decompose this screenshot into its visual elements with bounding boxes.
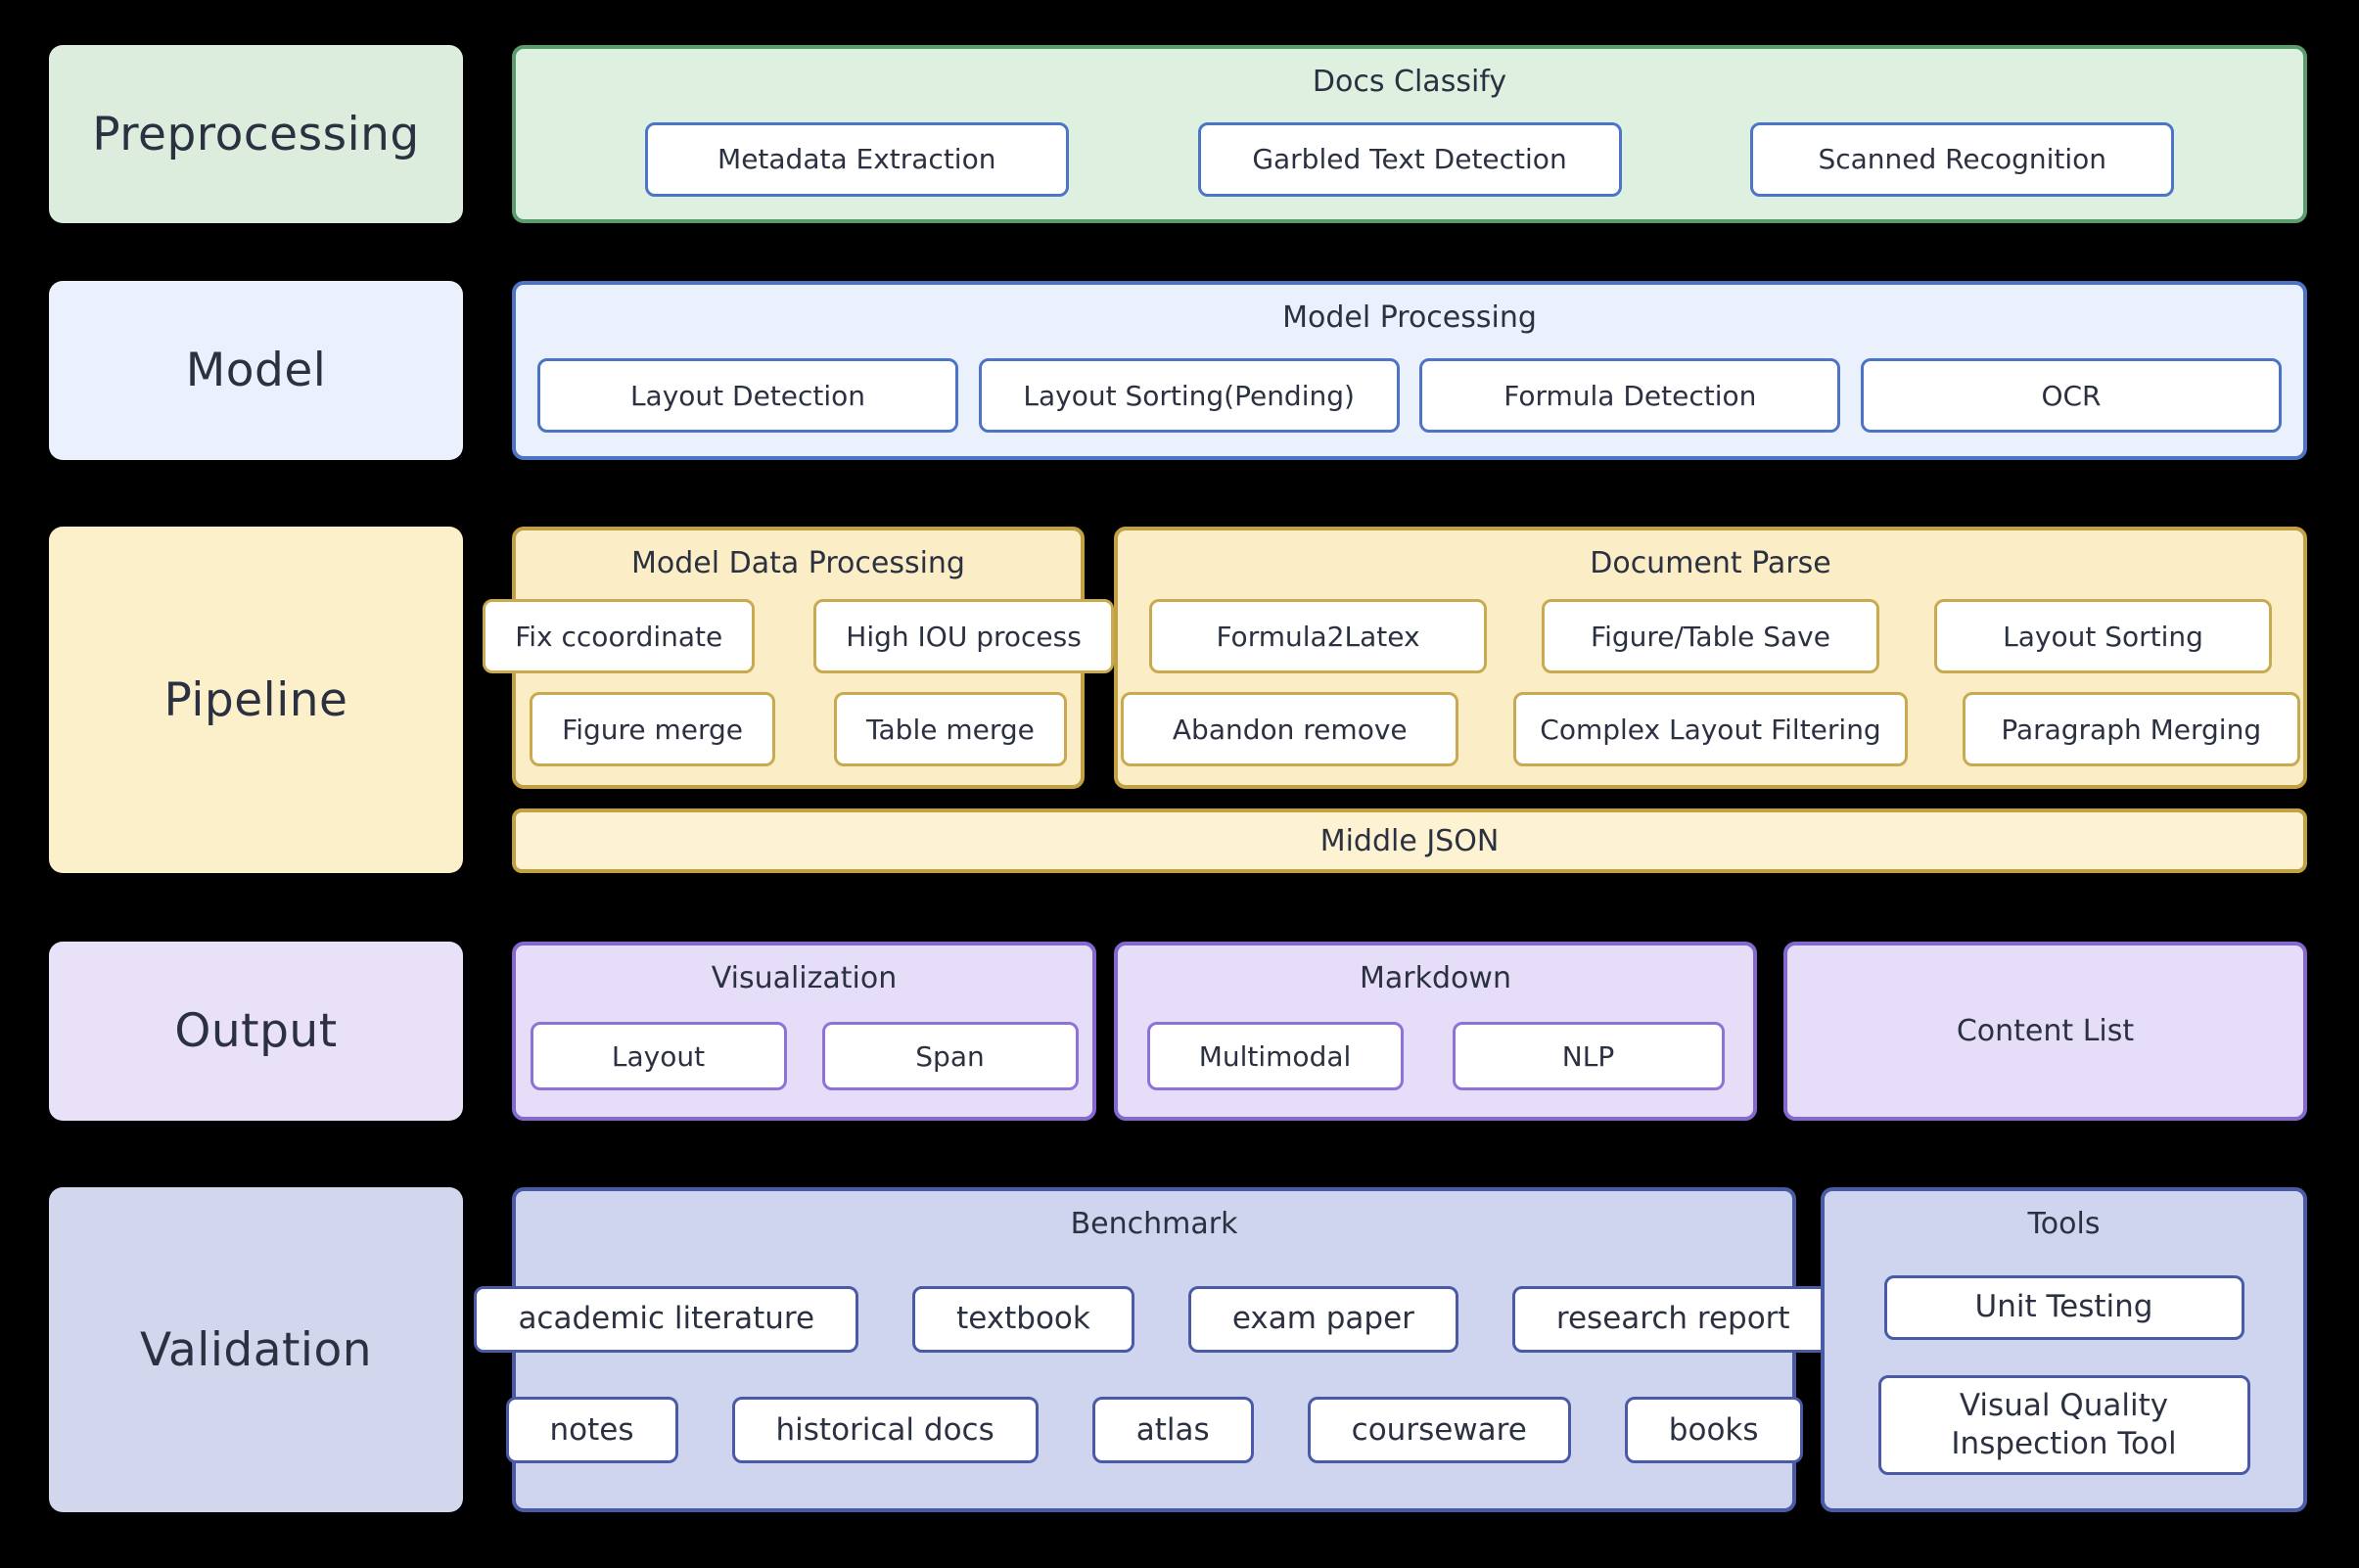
node-notes: notes: [505, 1397, 678, 1464]
node-visual-quality-inspection-tool: Visual Quality Inspection Tool: [1877, 1374, 2250, 1475]
node-table-merge: Table merge: [834, 692, 1067, 766]
node-layout-sorting: Layout Sorting: [1934, 599, 2272, 673]
section-title: Content List: [1956, 1014, 2135, 1048]
node-books: books: [1624, 1397, 1803, 1464]
node-formula-detection: Formula Detection: [1419, 358, 1841, 433]
stage-label-validation: Validation: [49, 1187, 463, 1512]
stage-label-output: Output: [49, 942, 463, 1121]
section-title: Visualization: [711, 961, 898, 995]
node-figure-table-save: Figure/Table Save: [1542, 599, 1879, 673]
section-title: Document Parse: [1590, 546, 1831, 580]
node-layout-detection: Layout Detection: [537, 358, 958, 433]
section-document-parse: Document Parse Formula2Latex Figure/Tabl…: [1114, 527, 2307, 789]
node-multimodal: Multimodal: [1146, 1022, 1404, 1090]
node-abandon-remove: Abandon remove: [1121, 692, 1459, 766]
node-formula2latex: Formula2Latex: [1149, 599, 1487, 673]
node-nlp: NLP: [1452, 1022, 1725, 1090]
section-tools: Tools Unit Testing Visual Quality Inspec…: [1821, 1187, 2307, 1512]
node-atlas: atlas: [1091, 1397, 1254, 1464]
section-title: Model Data Processing: [631, 546, 965, 580]
node-metadata-extraction: Metadata Extraction: [644, 121, 1069, 197]
node-middle-json: Middle JSON: [512, 808, 2307, 873]
node-textbook: textbook: [912, 1285, 1134, 1353]
section-visualization: Visualization Layout Span: [512, 942, 1096, 1121]
section-title: Model Processing: [1282, 300, 1537, 335]
row-validation: Validation Benchmark academic literature…: [49, 1187, 2307, 1512]
node-figure-merge: Figure merge: [530, 692, 776, 766]
section-title: Docs Classify: [1312, 65, 1507, 99]
stage-label-pipeline: Pipeline: [49, 527, 463, 873]
stage-label-model: Model: [49, 281, 463, 460]
section-docs-classify: Docs Classify Metadata Extraction Garble…: [512, 45, 2307, 223]
section-content-list: Content List: [1783, 942, 2307, 1121]
node-layout: Layout: [530, 1022, 787, 1090]
stage-label-preprocessing: Preprocessing: [49, 45, 463, 223]
section-model-processing: Model Processing Layout Detection Layout…: [512, 281, 2307, 460]
row-preprocessing: Preprocessing Docs Classify Metadata Ext…: [49, 45, 2307, 223]
node-historical-docs: historical docs: [731, 1397, 1039, 1464]
section-benchmark: Benchmark academic literature textbook e…: [474, 1187, 1834, 1512]
node-span: Span: [821, 1022, 1079, 1090]
section-model-data-processing: Model Data Processing Fix ccoordinate Hi…: [483, 527, 1114, 789]
node-exam-paper: exam paper: [1187, 1285, 1458, 1353]
row-model: Model Model Processing Layout Detection …: [49, 281, 2307, 460]
node-high-iou-process: High IOU process: [813, 599, 1114, 673]
node-scanned-recognition: Scanned Recognition: [1750, 121, 2175, 197]
node-academic-literature: academic literature: [474, 1285, 859, 1353]
node-courseware: courseware: [1307, 1397, 1571, 1464]
row-pipeline: Pipeline Model Data Processing Fix ccoor…: [49, 527, 2307, 873]
node-unit-testing: Unit Testing: [1883, 1274, 2244, 1340]
section-markdown: Markdown Multimodal NLP: [1114, 942, 1757, 1121]
node-complex-layout-filtering: Complex Layout Filtering: [1513, 692, 1908, 766]
section-title: Markdown: [1360, 961, 1511, 995]
row-output: Output Visualization Layout Span Markdow…: [49, 942, 2307, 1121]
node-layout-sorting-pending: Layout Sorting(Pending): [978, 358, 1400, 433]
section-title: Tools: [2027, 1207, 2101, 1241]
node-ocr: OCR: [1860, 358, 2282, 433]
node-garbled-text-detection: Garbled Text Detection: [1197, 121, 1622, 197]
node-paragraph-merging: Paragraph Merging: [1962, 692, 2300, 766]
section-title: Benchmark: [1070, 1207, 1238, 1241]
node-fix-ccoordinate: Fix ccoordinate: [483, 599, 756, 673]
node-research-report: research report: [1511, 1285, 1834, 1353]
